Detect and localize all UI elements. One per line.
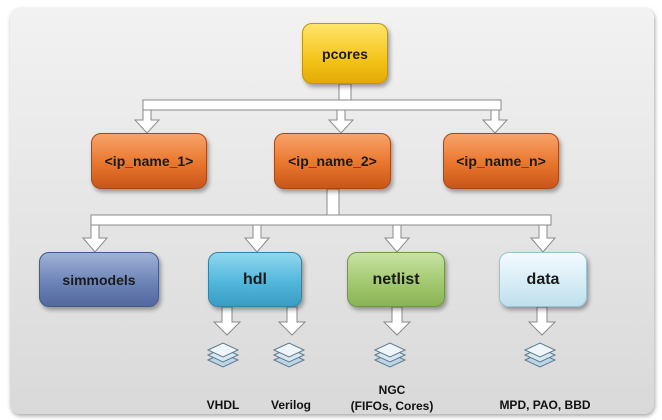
file-stack-icon [206,342,240,368]
node-ip-name-n: <ip_name_n> [443,133,559,189]
node-hdl: hdl [208,252,302,307]
node-pcores-label: pcores [322,45,368,62]
node-ip-name-1: <ip_name_1> [91,133,207,189]
arrow-hdl-vhdl [212,306,242,336]
label-verilog: Verilog [270,398,311,412]
arrow-to-data [529,224,557,253]
arrow-netlist-ngc [382,306,412,336]
connector-ip-bus [142,99,502,111]
node-ip-name-2: <ip_name_2> [274,133,391,189]
arrow-to-ip-2 [327,109,355,134]
node-ip-name-n-label: <ip_name_n> [456,153,546,169]
node-simmodels: simmodels [39,252,159,307]
node-data: data [499,252,587,307]
label-data-files: MPD, PAO, BBD [499,398,591,412]
node-simmodels-label: simmodels [62,271,136,288]
arrow-to-hdl [243,224,271,253]
file-stack-icon [272,342,306,368]
node-hdl-label: hdl [243,270,267,288]
arrow-to-ip-n [481,109,509,134]
node-netlist: netlist [347,252,445,307]
label-ngc-detail: (FIFOs, Cores) [350,399,434,413]
node-ip-name-1-label: <ip_name_1> [104,153,194,169]
connector-ip2-down [326,188,340,216]
node-ip-name-2-label: <ip_name_2> [288,153,377,169]
arrow-data-files [527,306,557,336]
arrow-to-simmodels [81,224,109,253]
arrow-hdl-verilog [277,306,307,336]
connector-root-down [338,83,352,101]
file-stack-icon [523,342,557,368]
connector-sub-bus [90,214,552,226]
node-data-label: data [526,270,560,288]
arrow-to-ip-1 [133,109,161,134]
arrow-to-netlist [383,224,411,253]
node-pcores: pcores [302,23,388,84]
node-netlist-label: netlist [372,270,420,288]
label-ngc: NGC [378,383,406,397]
file-stack-icon [373,342,407,368]
label-vhdl: VHDL [206,398,240,412]
